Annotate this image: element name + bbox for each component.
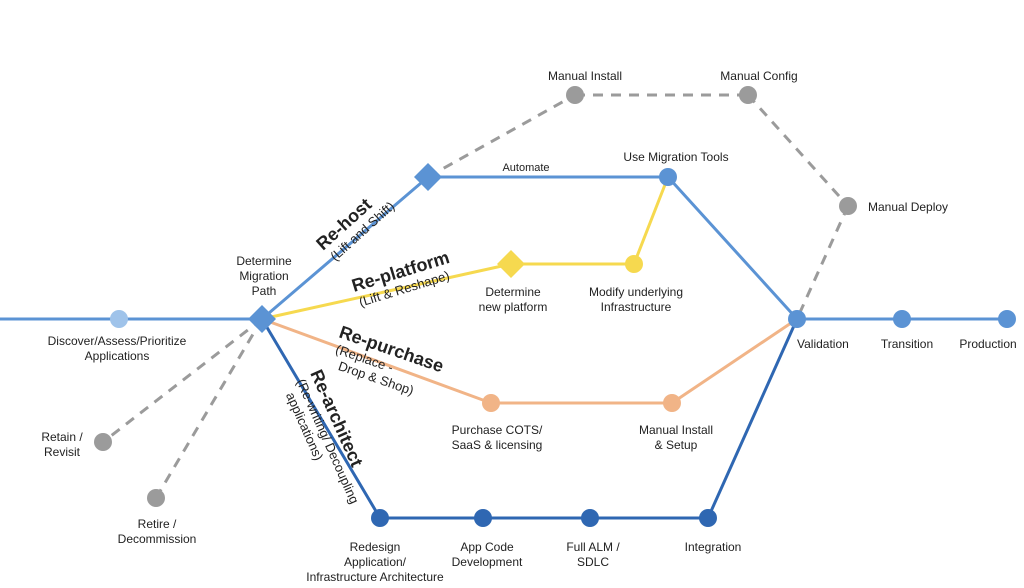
node-determine-new-platform: [497, 250, 525, 278]
node-retire: [147, 489, 165, 507]
node-manual-install: [566, 86, 584, 104]
edge-rearchitect-1: [260, 317, 382, 520]
label-transition: Transition: [881, 337, 933, 351]
edge-rearchitect-5: [706, 317, 799, 520]
node-validation: [788, 310, 806, 328]
label-manual-install-setup: Manual Install& Setup: [639, 423, 713, 452]
node-determine-path: [248, 305, 276, 333]
label-full-alm: Full ALM /SDLC: [566, 540, 620, 569]
node-use-migration-tools: [659, 168, 677, 186]
label-retain: Retain /Revisit: [41, 430, 83, 459]
node-manual-install-setup: [663, 394, 681, 412]
node-redesign: [371, 509, 389, 527]
edge-repurchase-1: [260, 317, 493, 405]
node-integration: [699, 509, 717, 527]
route-repurchase: Re-purchase(Replace -Drop & Shop): [334, 322, 447, 398]
label-automate: Automate: [502, 162, 549, 174]
node-discover: [110, 310, 128, 328]
label-manual-install: Manual Install: [548, 69, 622, 83]
edge-manual-config-deploy: [746, 93, 850, 208]
label-integration: Integration: [685, 540, 742, 554]
edge-replatform-1: [260, 262, 513, 321]
label-production: Production: [959, 337, 1016, 351]
label-validation: Validation: [797, 337, 849, 351]
node-retain: [94, 433, 112, 451]
route-replatform: Re-platform(Lift & Reshape): [349, 247, 451, 309]
edge-repurchase-3: [670, 317, 799, 405]
edge-replatform-3: [632, 175, 670, 266]
edge-manual-deploy-validation: [795, 205, 850, 320]
edge-determine-retain: [102, 317, 263, 444]
edge-rehost-1: [260, 175, 430, 321]
label-manual-config: Manual Config: [720, 69, 797, 83]
node-rehost-diamond: [414, 163, 442, 191]
label-purchase-cots: Purchase COTS/SaaS & licensing: [452, 423, 543, 452]
route-rehost: Re-host(Lift and Shift): [312, 194, 397, 264]
node-app-code-dev: [474, 509, 492, 527]
label-use-migration-tools: Use Migration Tools: [623, 150, 728, 164]
node-manual-config: [739, 86, 757, 104]
node-transition: [893, 310, 911, 328]
label-retire: Retire /Decommission: [118, 517, 197, 546]
node-manual-deploy: [839, 197, 857, 215]
node-full-alm: [581, 509, 599, 527]
node-purchase-cots: [482, 394, 500, 412]
edge-rehost-2: [666, 175, 799, 321]
label-manual-deploy: Manual Deploy: [868, 200, 948, 214]
node-production: [998, 310, 1016, 328]
node-modify-infrastructure: [625, 255, 643, 273]
